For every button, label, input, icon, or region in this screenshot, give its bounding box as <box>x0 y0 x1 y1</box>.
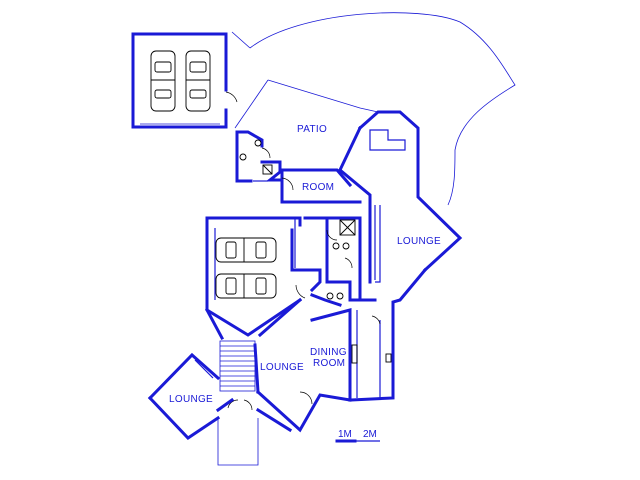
staircase <box>219 340 256 392</box>
main-walls <box>147 110 463 466</box>
patio-boundary <box>231 12 516 206</box>
room-labels: PATIO ROOM LOUNGE DINING ROOM LOUNGE LOU… <box>169 124 441 405</box>
car-icon <box>215 237 277 263</box>
scale-bar: 1M 2M <box>335 429 380 443</box>
room-label-dining-2: ROOM <box>313 358 345 369</box>
room-label-lounge-center: LOUNGE <box>260 362 304 373</box>
room-label-lounge-left: LOUNGE <box>169 394 213 405</box>
car-icon <box>185 50 211 112</box>
car-icon <box>150 50 176 112</box>
room-label-dining-1: DINING <box>310 347 347 358</box>
service-block <box>235 130 282 183</box>
room-label-patio: PATIO <box>297 124 327 135</box>
scale-label-2m: 2M <box>363 429 377 440</box>
garage-top <box>131 32 238 129</box>
room-label-room: ROOM <box>302 182 334 193</box>
scale-label-1m: 1M <box>338 429 352 440</box>
car-icon <box>215 273 277 299</box>
small-room <box>280 168 362 204</box>
room-label-lounge-right: LOUNGE <box>397 236 441 247</box>
